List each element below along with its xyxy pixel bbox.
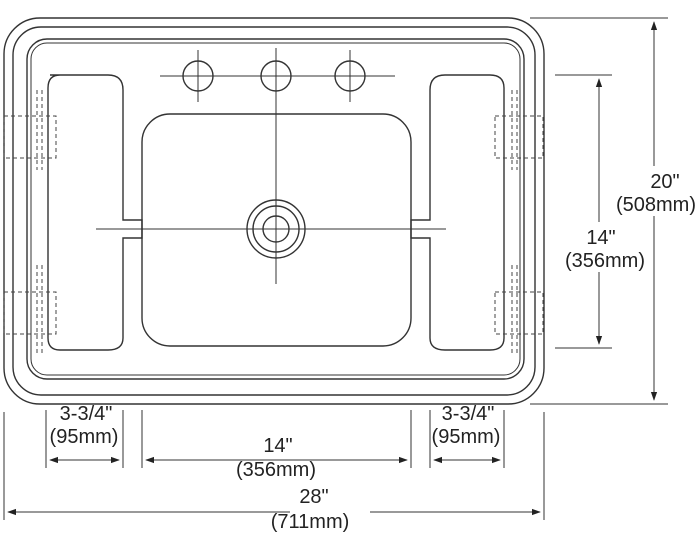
overall-height-metric: (508mm): [616, 194, 696, 216]
overall-height-imperial: 20": [650, 171, 679, 193]
mounting-clips: [3, 90, 544, 355]
bowl-width-imperial: 14": [263, 435, 292, 457]
left-ledge-imperial: 3-3/4": [60, 403, 113, 425]
overall-width-imperial: 28": [299, 486, 328, 508]
drain-icon: [96, 48, 446, 284]
bowl-height-metric: (356mm): [565, 250, 645, 272]
bowl-height-imperial: 14": [586, 227, 615, 249]
sink-outline: [3, 17, 545, 405]
overall-width-metric: (711mm): [271, 511, 350, 533]
extension-lines: [3, 17, 668, 520]
bowl-width-metric: (356mm): [236, 459, 316, 481]
right-ledge-imperial: 3-3/4": [442, 403, 495, 425]
faucet-holes: [160, 50, 395, 102]
faucet-hole-center: [260, 60, 292, 92]
right-ledge: [410, 74, 505, 351]
right-ledge-metric: (95mm): [432, 426, 501, 448]
left-ledge-metric: (95mm): [50, 426, 119, 448]
left-ledge: [47, 74, 143, 351]
dimension-labels: 20" (508mm) 14" (356mm) 3-3/4" (95mm) 14…: [50, 166, 700, 534]
